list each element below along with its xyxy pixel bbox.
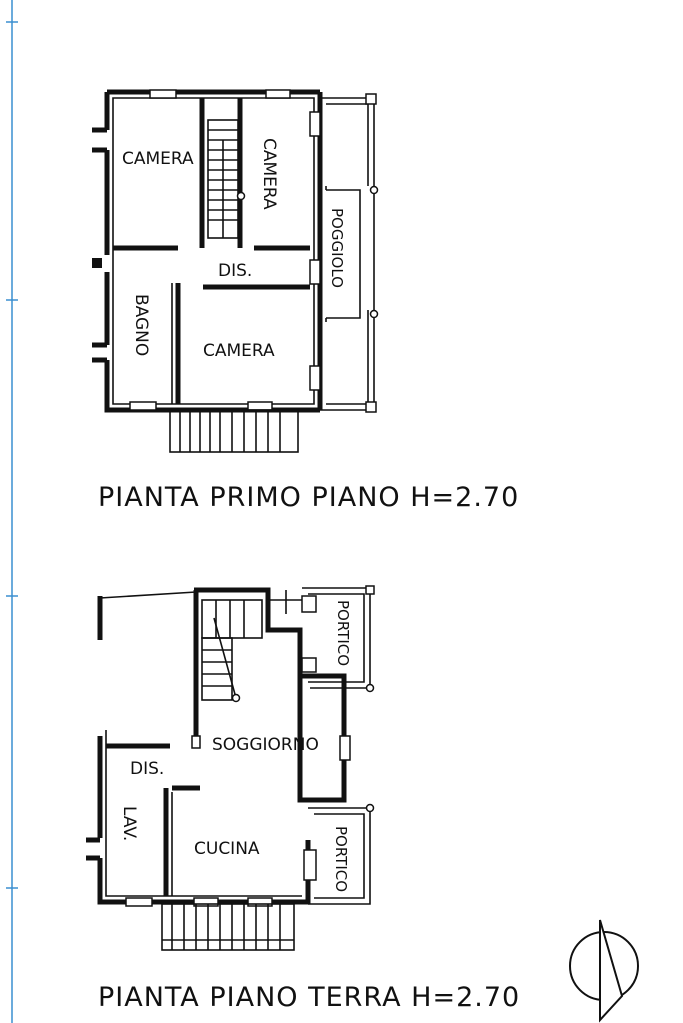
room-label-dis: DIS.: [218, 261, 252, 281]
room-label-cucina: CUCINA: [194, 839, 260, 859]
room-label-camera-right: CAMERA: [259, 138, 279, 210]
margin-line: [6, 0, 18, 1023]
ground-floor-title: PIANTA PIANO TERRA H=2.70: [98, 982, 520, 1013]
ground-floor-plan: PORTICO SOGGIORNO DIS. LAV. CUCINA PORTI…: [86, 585, 375, 951]
room-label-poggiolo: POGGIOLO: [328, 208, 346, 288]
room-label-soggiorno: SOGGIORNO: [212, 735, 319, 755]
north-arrow-icon: [569, 919, 639, 1023]
room-label-camera-bottom: CAMERA: [203, 341, 275, 361]
room-label-bagno: BAGNO: [131, 294, 151, 356]
first-floor-title: PIANTA PRIMO PIANO H=2.70: [98, 482, 519, 513]
room-label-portico-top: PORTICO: [334, 600, 352, 666]
room-label-camera-left: CAMERA: [122, 149, 194, 169]
room-label-lav: LAV.: [119, 806, 139, 841]
room-label-dis-ground: DIS.: [130, 759, 164, 779]
room-label-portico-bottom: PORTICO: [332, 826, 350, 892]
first-floor-plan: CAMERA CAMERA DIS. BAGNO CAMERA POGGIOLO: [92, 89, 379, 453]
